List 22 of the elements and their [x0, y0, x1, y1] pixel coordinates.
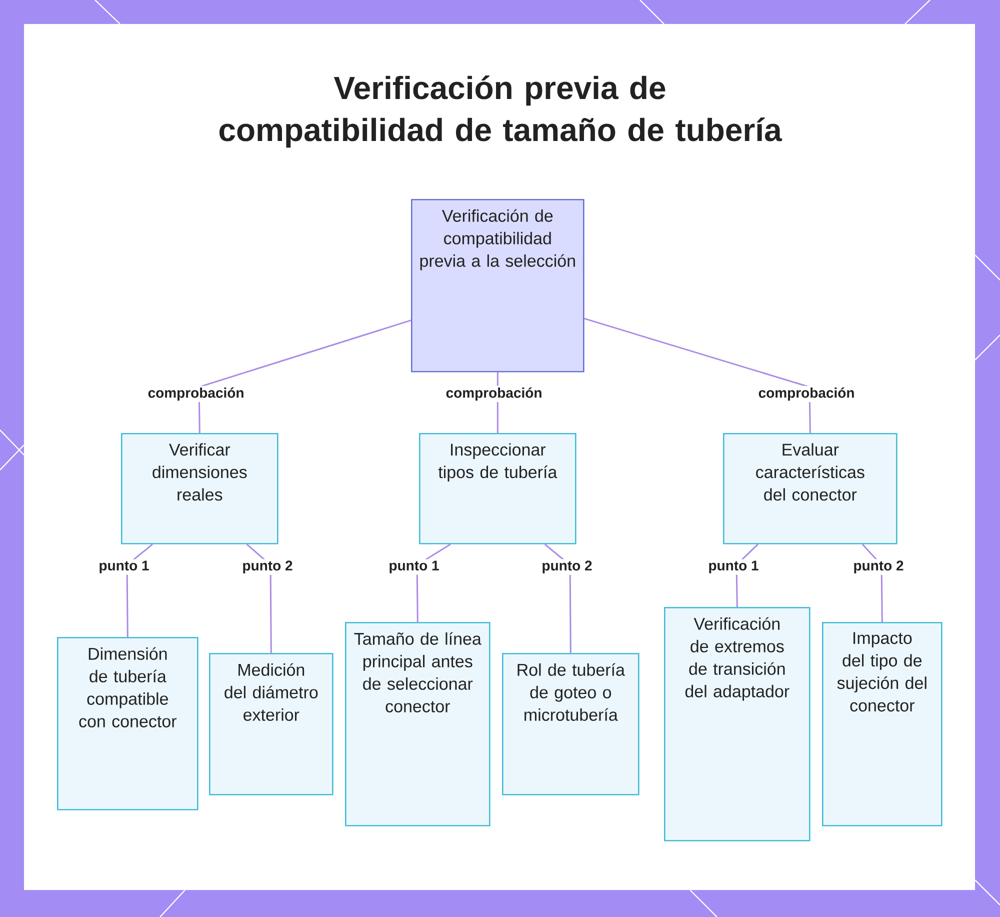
- edge-label: comprobación: [444, 386, 544, 402]
- process-box: Impacto del tipo de sujeción del conector: [822, 622, 942, 826]
- process-box: Inspeccionar tipos de tubería: [419, 433, 576, 544]
- process-box: Tamaño de línea principal antes de seleccionar conector: [345, 622, 490, 826]
- process-box: Dimensión de tubería compatible con conector: [57, 637, 198, 810]
- process-box: Verificación de extremos de transición del adaptador: [664, 607, 810, 842]
- connector: [584, 318, 811, 433]
- edge-label: punto 1: [387, 559, 441, 575]
- edge-label: punto 2: [540, 559, 594, 575]
- edge-label: comprobación: [146, 386, 246, 402]
- title: Verificación previa de compatibilidad de tamaño de tubería: [219, 76, 782, 148]
- process-box: Rol de tubería de goteo o microtubería: [502, 653, 640, 796]
- process-box: Verificar dimensiones reales: [121, 433, 278, 544]
- edge-label: punto 1: [706, 559, 760, 575]
- edge-label: punto 2: [240, 559, 294, 575]
- process-box: Medición del diámetro exterior: [209, 653, 334, 796]
- process-box: Verificación de compatibilidad previa a la selección: [411, 199, 584, 372]
- connector: [198, 320, 412, 433]
- edge-label: punto 2: [852, 559, 906, 575]
- edge-label: punto 1: [97, 559, 151, 575]
- edge-label: comprobación: [756, 386, 856, 402]
- process-box: Evaluar características del conector: [723, 433, 898, 544]
